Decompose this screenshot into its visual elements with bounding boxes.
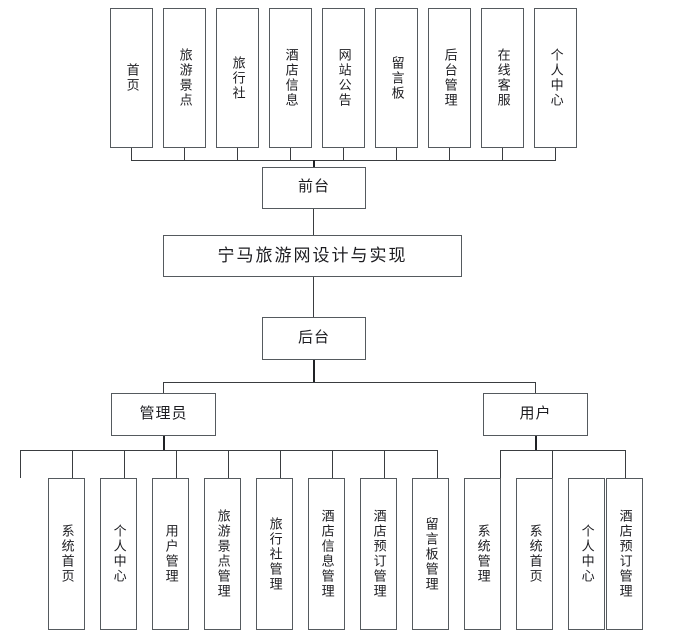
user-item-1[interactable]: 个人中心 bbox=[568, 478, 605, 630]
connector-frontend-bus bbox=[131, 160, 556, 161]
frontend-item-2[interactable]: 旅行社 bbox=[216, 8, 259, 148]
admin-item-8[interactable]: 系统管理 bbox=[464, 478, 501, 630]
connector-frontend-7 bbox=[502, 148, 503, 160]
connector-admin-child-4 bbox=[228, 450, 229, 478]
frontend-item-5[interactable]: 留言板 bbox=[375, 8, 418, 148]
connector-admin-child-1 bbox=[72, 450, 73, 478]
connector-to-admin bbox=[163, 382, 164, 393]
connector-backend-roles-bus bbox=[163, 382, 536, 383]
frontend-item-6[interactable]: 后台管理 bbox=[428, 8, 471, 148]
frontend-node[interactable]: 前台 bbox=[262, 167, 366, 209]
connector-admin-child-8 bbox=[437, 450, 438, 478]
role-node-admin[interactable]: 管理员 bbox=[111, 393, 216, 436]
user-item-2[interactable]: 酒店预订管理 bbox=[606, 478, 643, 630]
admin-item-7[interactable]: 留言板管理 bbox=[412, 478, 449, 630]
connector-user-child-2 bbox=[625, 450, 626, 478]
connector-admin-drop bbox=[163, 436, 165, 450]
connector-frontend-6 bbox=[449, 148, 450, 160]
frontend-item-4[interactable]: 网站公告 bbox=[322, 8, 365, 148]
admin-item-6[interactable]: 酒店预订管理 bbox=[360, 478, 397, 630]
connector-frontend-to-node bbox=[313, 160, 315, 168]
frontend-item-7[interactable]: 在线客服 bbox=[481, 8, 524, 148]
connector-frontend-2 bbox=[237, 148, 238, 160]
connector-backend-drop bbox=[313, 360, 315, 382]
root-node[interactable]: 宁马旅游网设计与实现 bbox=[163, 235, 462, 277]
frontend-item-0[interactable]: 首页 bbox=[110, 8, 153, 148]
connector-frontend-5 bbox=[396, 148, 397, 160]
admin-item-0[interactable]: 系统首页 bbox=[48, 478, 85, 630]
admin-item-1[interactable]: 个人中心 bbox=[100, 478, 137, 630]
connector-root-to-backend bbox=[313, 277, 314, 317]
connector-admin-bus bbox=[20, 450, 438, 451]
frontend-item-1[interactable]: 旅游景点 bbox=[163, 8, 206, 148]
connector-admin-child-2 bbox=[124, 450, 125, 478]
connector-admin-child-7 bbox=[384, 450, 385, 478]
connector-admin-child-5 bbox=[280, 450, 281, 478]
user-item-0[interactable]: 系统首页 bbox=[516, 478, 553, 630]
connector-user-drop bbox=[535, 436, 537, 450]
admin-item-4[interactable]: 旅行社管理 bbox=[256, 478, 293, 630]
connector-frontend-0 bbox=[131, 148, 132, 160]
admin-item-3[interactable]: 旅游景点管理 bbox=[204, 478, 241, 630]
connector-to-user bbox=[535, 382, 536, 393]
backend-node[interactable]: 后台 bbox=[262, 317, 366, 360]
connector-frontend-8 bbox=[555, 148, 556, 160]
connector-admin-child-3 bbox=[176, 450, 177, 478]
connector-admin-child-6 bbox=[332, 450, 333, 478]
role-node-user[interactable]: 用户 bbox=[483, 393, 588, 436]
admin-item-2[interactable]: 用户管理 bbox=[152, 478, 189, 630]
connector-frontend-to-root bbox=[313, 209, 314, 235]
connector-frontend-1 bbox=[184, 148, 185, 160]
connector-frontend-4 bbox=[343, 148, 344, 160]
frontend-item-3[interactable]: 酒店信息 bbox=[269, 8, 312, 148]
connector-frontend-3 bbox=[290, 148, 291, 160]
connector-user-child-0 bbox=[500, 450, 501, 478]
connector-user-child-1 bbox=[552, 450, 553, 478]
connector-admin-child-0 bbox=[20, 450, 21, 478]
frontend-item-8[interactable]: 个人中心 bbox=[534, 8, 577, 148]
admin-item-5[interactable]: 酒店信息管理 bbox=[308, 478, 345, 630]
connector-user-bus bbox=[500, 450, 625, 451]
